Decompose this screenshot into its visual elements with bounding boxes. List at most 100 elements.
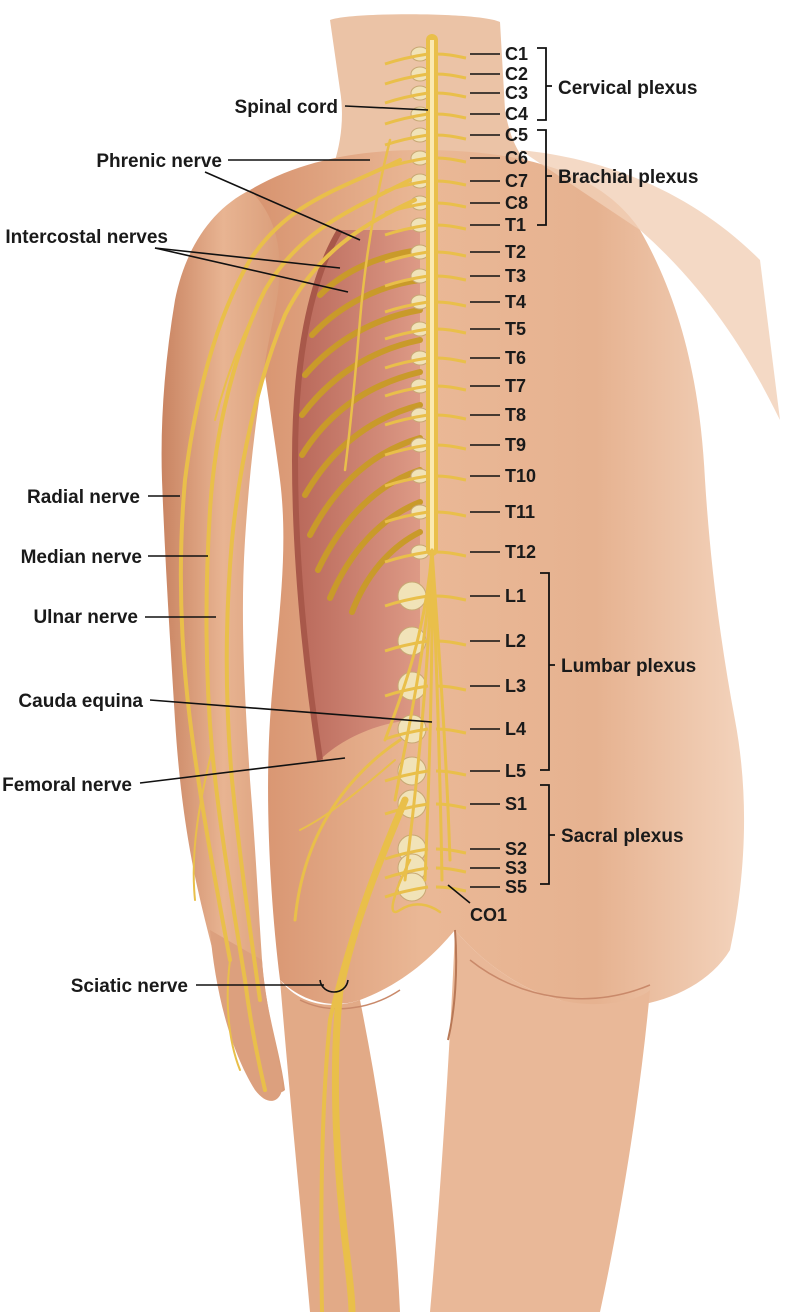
nerve-root-right [435,356,467,364]
nerve-root-right [435,52,467,60]
segment-label-c3: C3 [505,83,528,103]
segment-label-c6: C6 [505,148,528,168]
nerve-root-right [435,384,467,392]
nerve-root-right [435,179,467,187]
segment-label-co1: CO1 [470,905,507,925]
gluteal-fold-left [299,989,401,1010]
nerve-root-right [435,112,467,120]
nerve-root-right [435,133,467,141]
gluteal-fold-right [469,959,651,1000]
sciatic-branch [319,818,397,1312]
segment-label-c1: C1 [505,44,528,64]
label-sciatic-nerve: Sciatic nerve [71,976,188,997]
nerve-root-right [435,847,467,855]
rib [302,307,423,378]
nerve-root-right [435,327,467,335]
nerve-root-left [384,474,429,488]
nerve-root-right [435,443,467,451]
label-cervical-plexus: Cervical plexus [558,78,697,99]
leader-intercostal-2 [154,247,349,293]
nerve-root-right [435,510,467,518]
nerve-root-left [384,91,429,105]
cauda-strand [430,548,452,862]
segment-label-t10: T10 [505,466,536,486]
nerve-root-left [384,802,429,816]
segment-label-t5: T5 [505,319,526,339]
segment-label-c8: C8 [505,193,528,213]
nerve-root-left [384,594,429,608]
segment-label-t9: T9 [505,435,526,455]
nerve-root-left [384,885,429,899]
sacral-branch [391,858,442,914]
nerve-root-left [384,223,429,237]
nerve-root-left [384,443,429,457]
segment-label-t8: T8 [505,405,526,425]
label-radial-nerve: Radial nerve [27,487,140,508]
cauda-equina-shape [383,548,452,882]
segment-label-t7: T7 [505,376,526,396]
nerve-root-left [384,510,429,524]
nerve-root-left [384,413,429,427]
nerve-root-left [384,356,429,370]
plexus-labels: Cervical plexus Brachial plexus Lumbar p… [558,78,698,847]
nerve-root-right [435,474,467,482]
rib [307,435,423,538]
rib [327,499,423,601]
rib [315,467,423,573]
hand-shape [210,930,283,1101]
ribs [299,247,423,615]
sciatic-ring [319,979,349,993]
cutaway-edge [291,228,343,761]
segment-label-t4: T4 [505,292,526,312]
nerve-root-right [435,72,467,80]
nerve-root-left [384,384,429,398]
nerve-root-right [435,594,467,602]
label-lumbar-plexus: Lumbar plexus [561,656,696,677]
muscle-cutaway [295,230,420,760]
arm-branch [192,749,213,901]
segment-label-t2: T2 [505,242,526,262]
nerve-root-right [435,300,467,308]
nerve-root-left [384,112,429,126]
nerve-root-right [435,223,467,231]
nerve-root-left [384,327,429,341]
segment-label-l3: L3 [505,676,526,696]
nerve-root-right [435,156,467,164]
rib [349,529,423,615]
nerve-root-left [384,550,429,564]
leader-lines [139,47,555,993]
label-median-nerve: Median nerve [21,547,142,568]
nerve-root-right [435,250,467,258]
label-spinal-cord: Spinal cord [235,97,338,118]
segment-label-l1: L1 [505,586,526,606]
label-cauda-equina: Cauda equina [18,691,143,712]
segment-label-c7: C7 [505,171,528,191]
label-sacral-plexus: Sacral plexus [561,826,684,847]
femoral-nerve-shape [293,738,402,922]
nerve-root-right [435,550,467,558]
leader-intercostal-1 [154,247,341,269]
arm-branch [226,959,241,1071]
segment-label-t3: T3 [505,266,526,286]
arm-branch [214,289,266,421]
bracket-sacral [540,784,555,885]
nerve-root-left [384,72,429,86]
segment-label-s3: S3 [505,858,527,878]
nerve-root-right [435,201,467,209]
label-ulnar-nerve: Ulnar nerve [33,607,138,628]
label-femoral-nerve: Femoral nerve [2,775,132,796]
leader-phrenic-nerve-2 [204,171,361,241]
sacral-branch [299,759,396,831]
leader-co1 [447,884,471,904]
nerve-root-right [435,866,467,874]
rib [302,402,423,498]
leader-femoral-nerve [139,757,346,784]
leader-spinal-cord [344,105,429,111]
label-intercostal-nerves: Intercostal nerves [5,227,168,248]
left-labels: Spinal cord Phrenic nerve Intercostal ne… [2,97,338,997]
segment-label-l4: L4 [505,719,526,739]
segment-label-c5: C5 [505,125,528,145]
exposed-ribcage [291,228,423,761]
segment-label-l2: L2 [505,631,526,651]
